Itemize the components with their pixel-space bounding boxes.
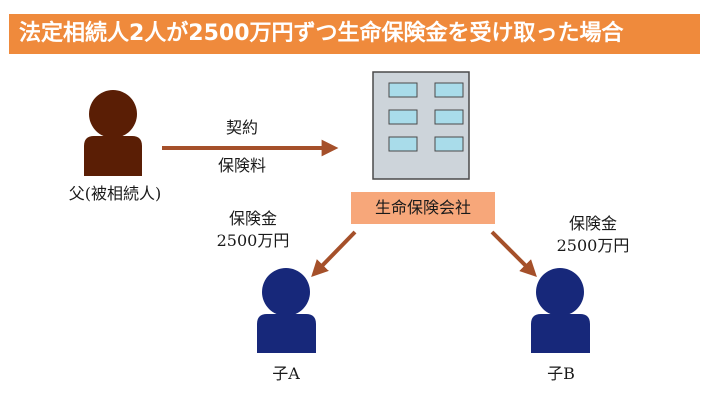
building-icon	[372, 71, 470, 180]
payout-left-value: 2500万円	[216, 231, 290, 250]
payout-arrow-right	[490, 230, 537, 277]
child-a-label: 子A	[272, 364, 300, 383]
payout-right-amount-label: 保険金	[568, 214, 617, 233]
payout-arrow-left	[311, 230, 357, 278]
title-banner: 法定相続人2人が2500万円ずつ生命保険金を受け取った場合	[9, 14, 700, 54]
payout-right-value: 2500万円	[556, 236, 630, 255]
father-person-icon	[84, 90, 142, 176]
child-b-person-icon	[531, 268, 590, 353]
payout-left-amount-label: 保険金	[228, 209, 277, 228]
child-b-label: 子B	[547, 364, 575, 383]
father-label: 父(被相続人)	[68, 184, 162, 203]
child-a-person-icon	[257, 268, 316, 353]
premium-label: 保険料	[218, 156, 267, 175]
insurance-company-box: 生命保険会社	[351, 192, 495, 224]
contract-label: 契約	[226, 118, 259, 137]
